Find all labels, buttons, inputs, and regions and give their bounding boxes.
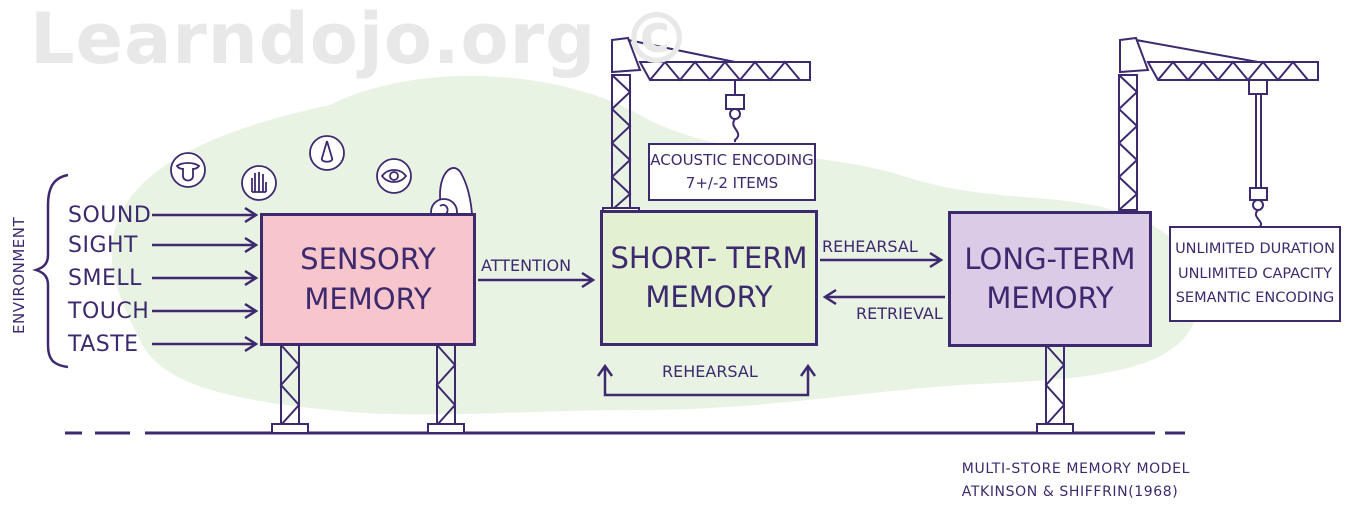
attention-arrow (478, 271, 596, 289)
input-sound: SOUND (68, 203, 152, 228)
input-taste: TASTE (68, 332, 139, 357)
sensory-memory-box: SENSORY MEMORY (260, 213, 476, 346)
sensory-title-line1: SENSORY (300, 242, 436, 277)
short-term-memory-box: SHORT- TERM MEMORY (600, 210, 818, 346)
environment-brace (32, 173, 69, 369)
long-term-note-line3: SEMANTIC ENCODING (1175, 290, 1335, 307)
ltm-legs (1036, 344, 1074, 434)
rehearsal-label: REHEARSAL (822, 237, 918, 256)
short-term-note: ACOUSTIC ENCODING 7+/-2 ITEMS (648, 143, 816, 201)
long-term-note-line1: UNLIMITED DURATION (1175, 241, 1335, 258)
caption-line1: MULTI-STORE MEMORY MODEL (961, 461, 1190, 477)
short-term-title-line2: MEMORY (645, 280, 773, 314)
rehearsal-loop-label: REHEARSAL (662, 362, 758, 381)
attention-label: ATTENTION (481, 256, 572, 275)
short-term-note-line1: ACOUSTIC ENCODING (650, 150, 814, 169)
hand-icon (241, 165, 277, 201)
sensory-title-line2: MEMORY (304, 281, 432, 316)
short-term-note-line2: 7+/-2 ITEMS (685, 174, 779, 192)
nose-icon (309, 135, 345, 171)
short-term-title-line1: SHORT- TERM (610, 240, 808, 275)
environment-label: ENVIRONMENT (10, 216, 28, 334)
crane-short-term (602, 36, 811, 215)
input-arrows (152, 206, 259, 353)
eye-icon (376, 158, 412, 194)
long-term-note: UNLIMITED DURATION UNLIMITED CAPACITY SE… (1169, 226, 1341, 322)
rehearsal-arrow (820, 251, 944, 269)
input-touch: TOUCH (68, 299, 150, 324)
watermark: Learndojo.org © (30, 0, 693, 80)
crane-long-term (1117, 36, 1319, 229)
long-term-title-line1: LONG-TERM (964, 241, 1136, 276)
long-term-title-line2: MEMORY (986, 281, 1114, 315)
retrieval-arrow (822, 288, 945, 306)
input-smell: SMELL (68, 266, 142, 291)
long-term-memory-box: LONG-TERM MEMORY (948, 211, 1152, 347)
caption: MULTI-STORE MEMORY MODEL ATKINSON & SHIF… (962, 458, 1190, 504)
tongue-icon (170, 152, 206, 188)
rehearsal-loop-arrow (596, 363, 817, 397)
input-sight: SIGHT (68, 233, 138, 258)
retrieval-label: RETRIEVAL (856, 304, 943, 323)
long-term-note-line2: UNLIMITED CAPACITY (1177, 265, 1333, 282)
caption-line2: ATKINSON & SHIFFRIN(1968) (961, 484, 1179, 501)
